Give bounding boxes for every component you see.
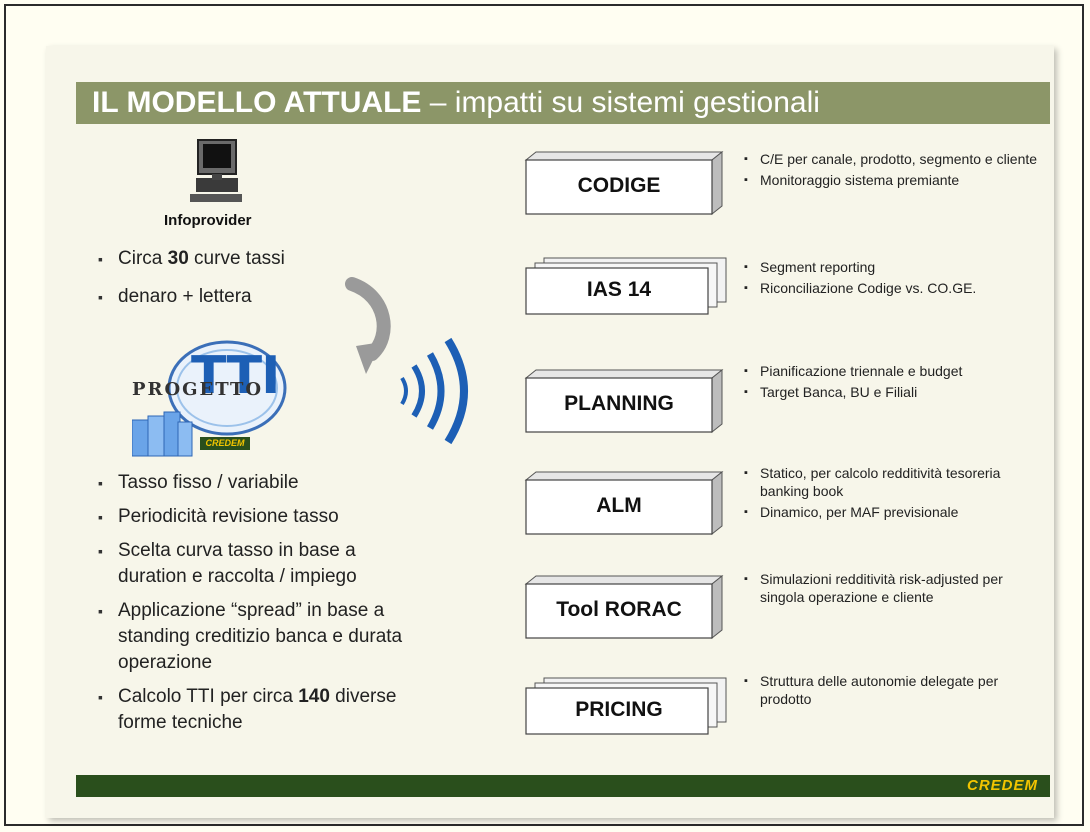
system-box-shape — [525, 677, 727, 735]
slide-title: IL MODELLO ATTUALE – impatti su sistemi … — [92, 86, 820, 120]
list-item: Circa 30 curve tassi — [94, 246, 424, 272]
system-box-label: PLANNING — [564, 392, 674, 415]
logo-ring-icon — [167, 340, 287, 436]
list-item: Struttura delle autonomie delegate per p… — [742, 672, 1042, 708]
computer-icon — [190, 139, 242, 202]
title-rest: – impatti su sistemi gestionali — [421, 86, 820, 119]
system-box-shape — [524, 574, 724, 640]
title-bold: IL MODELLO ATTUALE — [92, 86, 422, 119]
system-notes: Pianificazione triennale e budgetTarget … — [742, 362, 1042, 404]
list-item: denaro + lettera — [94, 284, 424, 310]
system-box: PRICING — [525, 677, 727, 735]
tti-bullets: Tasso fisso / variabile Periodicità revi… — [94, 470, 424, 744]
infoprovider-label: Infoprovider — [164, 212, 252, 229]
signal-waves-icon — [400, 337, 468, 445]
list-item: C/E per canale, prodotto, segmento e cli… — [742, 150, 1042, 168]
list-item: Dinamico, per MAF previsionale — [742, 503, 1042, 521]
cube-stack-icon — [132, 411, 193, 457]
footer-bar: CREDEM — [76, 775, 1050, 797]
system-box-label: IAS 14 — [586, 278, 652, 301]
system-notes: Simulazioni redditività risk-adjusted pe… — [742, 570, 1042, 609]
system-box-label: Tool RORAC — [556, 598, 682, 621]
list-item: Simulazioni redditività risk-adjusted pe… — [742, 570, 1042, 606]
system-box: ALM — [524, 470, 724, 536]
list-item: Statico, per calcolo redditività tesorer… — [742, 464, 1042, 500]
list-item: Tasso fisso / variabile — [94, 470, 424, 496]
system-box-label: ALM — [596, 494, 642, 517]
system-box-shape — [524, 470, 724, 536]
system-box-label: CODIGE — [577, 174, 661, 197]
list-item: Riconciliazione Codige vs. CO.GE. — [742, 279, 1042, 297]
curved-arrow-icon — [345, 277, 391, 374]
slide: IL MODELLO ATTUALE – impatti su sistemi … — [46, 46, 1054, 818]
progetto-logo-text: PROGETTO — [132, 379, 264, 400]
title-bar: IL MODELLO ATTUALE – impatti su sistemi … — [76, 82, 1050, 124]
system-notes: Struttura delle autonomie delegate per p… — [742, 672, 1042, 711]
list-item: Segment reporting — [742, 258, 1042, 276]
list-item: Target Banca, BU e Filiali — [742, 383, 1042, 401]
list-item: Pianificazione triennale e budget — [742, 362, 1042, 380]
system-box: PLANNING — [524, 368, 724, 434]
system-box-shape — [524, 368, 724, 434]
list-item: Scelta curva tasso in base a duration e … — [94, 538, 424, 590]
logo-badge: CREDEM — [200, 437, 250, 450]
system-box-label: PRICING — [575, 698, 663, 721]
system-box-shape — [525, 257, 727, 315]
list-item: Calcolo TTI per circa 140 diverse forme … — [94, 684, 424, 736]
tti-logo-text: TTI — [191, 346, 280, 406]
list-item: Periodicità revisione tasso — [94, 504, 424, 530]
outer-frame: IL MODELLO ATTUALE – impatti su sistemi … — [4, 4, 1084, 826]
system-box: IAS 14 — [525, 257, 727, 315]
brand-logo: CREDEM — [966, 777, 1038, 794]
system-notes: Segment reportingRiconciliazione Codige … — [742, 258, 1042, 300]
system-box: CODIGE — [524, 150, 724, 216]
infoprovider-bullets: Circa 30 curve tassi denaro + lettera — [94, 246, 424, 322]
system-notes: C/E per canale, prodotto, segmento e cli… — [742, 150, 1042, 192]
system-box: Tool RORAC — [524, 574, 724, 640]
system-box-shape — [524, 150, 724, 216]
list-item: Applicazione “spread” in base a standing… — [94, 598, 424, 676]
system-notes: Statico, per calcolo redditività tesorer… — [742, 464, 1042, 524]
list-item: Monitoraggio sistema premiante — [742, 171, 1042, 189]
